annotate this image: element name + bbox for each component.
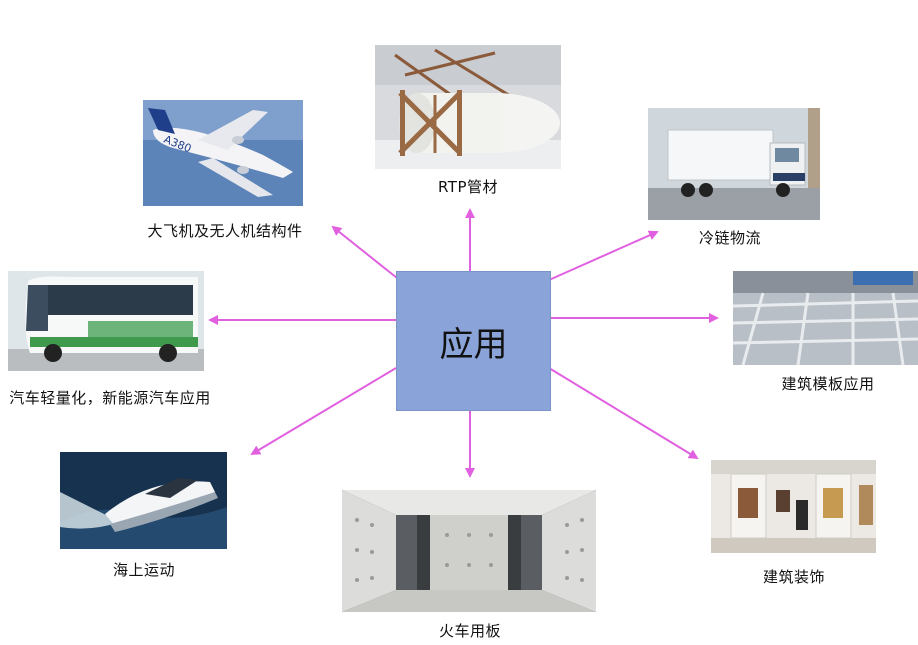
arrow-to-decoration: [548, 367, 699, 460]
node-label: 建筑装饰: [762, 568, 826, 586]
airplane-photo-icon: A380: [143, 100, 303, 206]
bus-photo-icon: [8, 271, 204, 371]
node-label: 海上运动: [112, 561, 176, 579]
gallery-photo-icon: [711, 460, 876, 553]
node-label: 建筑模板应用: [781, 375, 875, 393]
node-label: 冷链物流: [698, 229, 762, 247]
speedboat-photo-icon: [60, 452, 227, 549]
formwork-photo-icon: [733, 271, 918, 365]
hub-label: 应用: [439, 324, 508, 365]
pipe-photo-icon: [375, 45, 561, 169]
arrow-to-cold-chain: [548, 230, 659, 281]
node-label: RTP管材: [437, 178, 499, 196]
train-interior-photo-icon: [342, 490, 596, 612]
hub-box: 应用: [396, 271, 551, 411]
arrow-to-aircraft: [331, 225, 398, 279]
node-label: 火车用板: [438, 622, 502, 640]
arrow-to-marine: [250, 367, 397, 456]
truck-photo-icon: [648, 108, 820, 220]
node-label: 大飞机及无人机结构件: [147, 222, 303, 240]
node-label: 汽车轻量化，新能源汽车应用: [9, 389, 211, 407]
